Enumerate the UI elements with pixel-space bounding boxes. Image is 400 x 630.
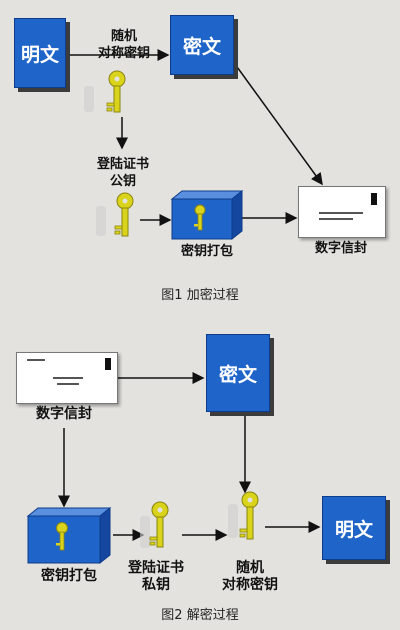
cert-public-key-label: 登陆证书 公钥 <box>88 156 158 190</box>
envelope-icon-fig2 <box>16 352 118 404</box>
figure2-caption: 图2 解密过程 <box>161 608 239 623</box>
random-key-label-line2-fig2: 对称密钥 <box>222 577 278 593</box>
envelope-address-line <box>53 377 83 379</box>
envelope-address-line <box>319 218 353 220</box>
envelope-address-line <box>57 383 79 385</box>
cert-label-line1: 登陆证书 <box>96 157 149 172</box>
plaintext-box-fig2: 明文 <box>322 496 386 560</box>
envelope-address-line <box>319 212 363 214</box>
arrow-ciphertext-to-envelope <box>231 59 323 186</box>
random-key-label-line1: 随机 <box>110 29 137 44</box>
key-pack-label-fig2: 密钥打包 <box>41 568 97 584</box>
ciphertext-label-fig2: 密文 <box>218 363 257 386</box>
random-key-label: 随机 对称密钥 <box>92 28 156 62</box>
envelope-icon-fig1 <box>298 186 386 238</box>
ciphertext-box-fig2: 密文 <box>206 334 270 412</box>
cert-label-line2-fig2: 私钥 <box>142 577 170 593</box>
envelope-stamp <box>105 358 111 370</box>
ciphertext-label: 密文 <box>182 35 221 58</box>
ciphertext-box: 密文 <box>170 15 234 75</box>
cert-label-line2: 公钥 <box>109 174 136 189</box>
cert-private-key-label: 登陆证书 私钥 <box>118 560 194 594</box>
envelope-label-fig1: 数字信封 <box>314 241 367 256</box>
random-key-label-line1-fig2: 随机 <box>236 560 264 576</box>
random-key-label-line2: 对称密钥 <box>97 46 150 61</box>
plaintext-label: 明文 <box>20 43 59 66</box>
plaintext-box: 明文 <box>14 18 66 88</box>
cert-label-line1-fig2: 登陆证书 <box>128 560 184 576</box>
random-key-label-fig2: 随机 对称密钥 <box>210 560 290 594</box>
plaintext-label-fig2: 明文 <box>334 518 373 541</box>
envelope-return-line <box>27 359 45 361</box>
envelope-label-fig2: 数字信封 <box>36 406 92 422</box>
key-pack-label: 密钥打包 <box>180 244 233 259</box>
envelope-stamp <box>371 193 377 205</box>
figure1-caption: 图1 加密过程 <box>161 288 239 303</box>
